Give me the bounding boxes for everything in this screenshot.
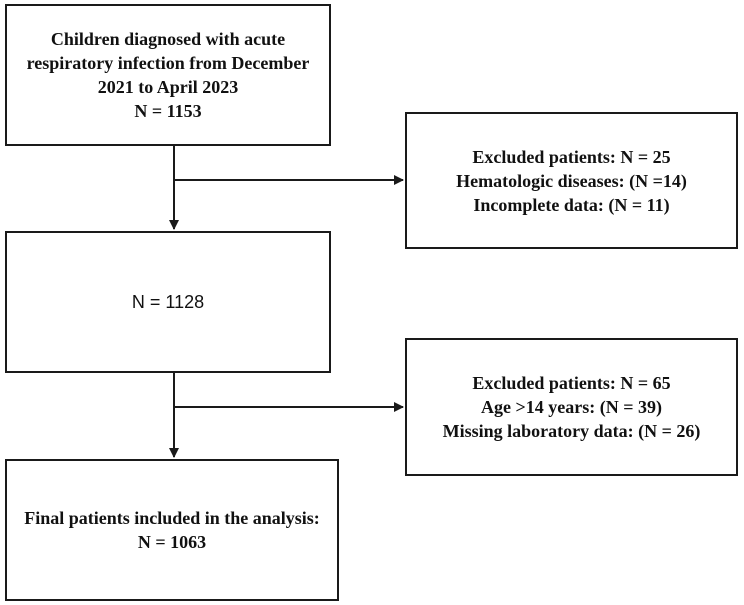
box-final-line-2: N = 1063 [137,532,207,552]
box-initial-line-3: 2021 to April 2023 [97,77,239,97]
box-exclusion-1-line-3: Incomplete data: (N = 11) [473,194,670,215]
box-final-line-1: Final patients included in the analysis: [24,508,320,528]
box-initial-line-4: N = 1153 [134,101,202,121]
box-exclusion-2-line-3: Missing laboratory data: (N = 26) [442,421,701,441]
box-initial-cohort: Children diagnosed with acute respirator… [5,4,331,146]
box-final-cohort: Final patients included in the analysis:… [5,459,339,601]
box-exclusion-1-line-2: Hematologic diseases: (N =14) [456,170,687,191]
box-middle-count: N = 1128 [131,292,205,312]
box-exclusion-2-line-1: Excluded patients: N = 65 [472,373,671,393]
box-initial-line-2: respiratory infection from December [26,53,310,73]
box-exclusion-2: Excluded patients: N = 65 Age >14 years:… [405,338,738,476]
box-after-exclusion-1: N = 1128 [5,231,331,373]
box-exclusion-1-line-1: Excluded patients: N = 25 [472,146,671,167]
box-exclusion-1: Excluded patients: N = 25 Hematologic di… [405,112,738,249]
box-exclusion-2-line-2: Age >14 years: (N = 39) [481,397,662,417]
box-initial-line-1: Children diagnosed with acute [50,29,286,49]
